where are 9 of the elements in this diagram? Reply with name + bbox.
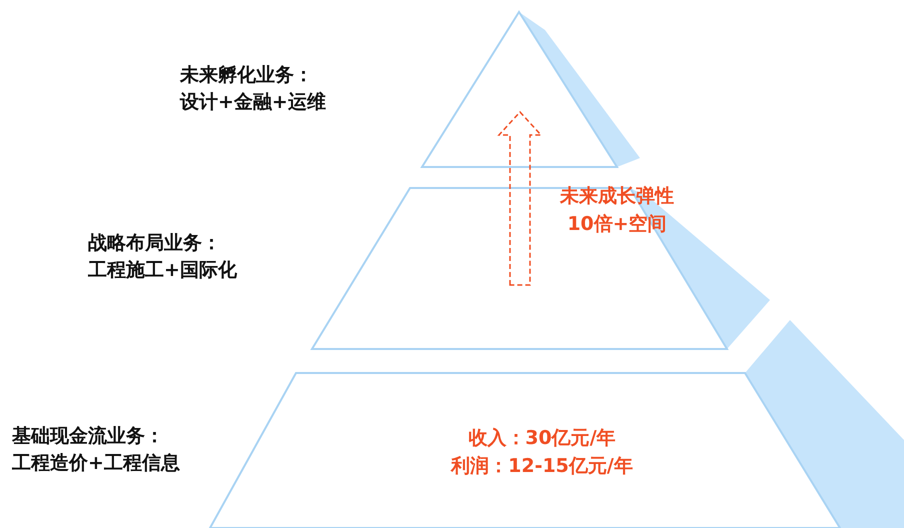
tier-description: 工程施工+国际化 [88,258,237,283]
growth-note: 未来成长弹性10倍+空间 [558,184,675,237]
tier-description: 设计+金融+运维 [180,90,326,115]
tier-description: 工程造价+工程信息 [12,451,180,476]
financial-figure: 利润：12-15亿元/年 [450,454,634,479]
tier-heading: 基础现金流业务： [12,424,164,449]
financial-figure: 收入：30亿元/年 [467,426,617,451]
tier-heading: 未来孵化业务： [180,63,313,88]
tier-heading: 战略布局业务： [88,231,221,256]
